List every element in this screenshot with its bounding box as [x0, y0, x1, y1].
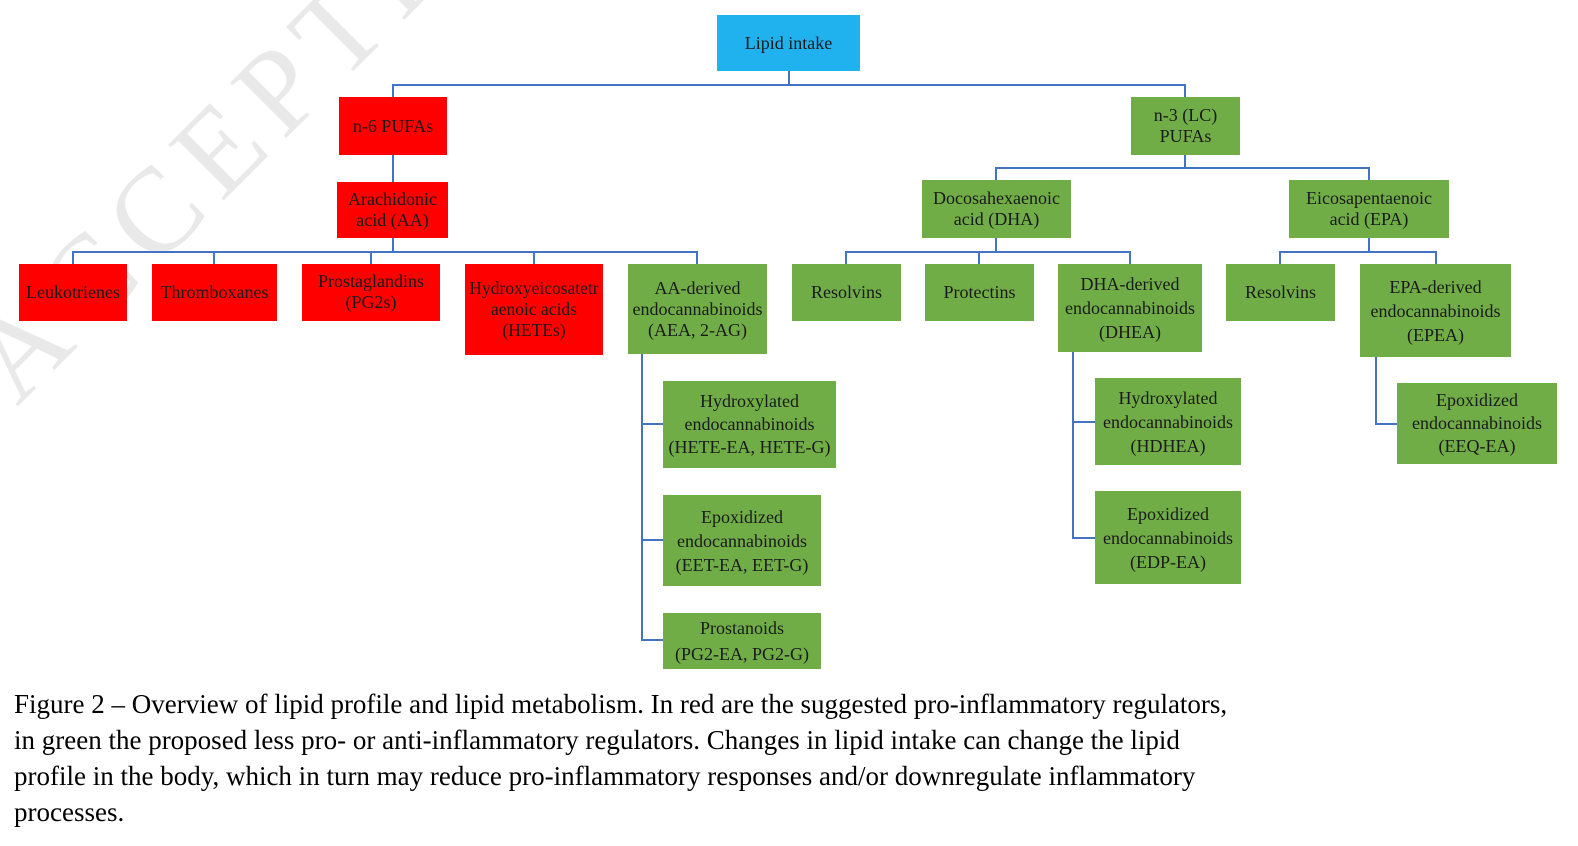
connector-epa-endo-subtree — [1375, 357, 1397, 425]
node-epoxidized-epa-endocannabinoids: Epoxidized endocannabinoids (EEQ-EA) — [1397, 383, 1557, 464]
node-arachidonic-acid: Arachidonic acid (AA) — [337, 182, 448, 238]
node-dha-endocannabinoids: DHA-derived endocannabinoids (DHEA) — [1058, 264, 1202, 352]
node-epa-endocannabinoids: EPA-derived endocannabinoids (EPEA) — [1360, 264, 1511, 357]
node-label: Prostaglandins — [318, 271, 424, 291]
caption-line: Figure 2 – Overview of lipid profile and… — [14, 689, 1228, 719]
figure-caption: Figure 2 – Overview of lipid profile and… — [14, 686, 1534, 830]
node-protectins: Protectins — [925, 264, 1034, 321]
node-epoxidized-dha-endocannabinoids: Epoxidized endocannabinoids (EDP-EA) — [1095, 491, 1241, 584]
node-label: Docosahexaenoic — [933, 188, 1060, 208]
node-label: (HETE-EA, HETE-G) — [668, 437, 831, 457]
node-label: Arachidonic — [348, 189, 437, 209]
node-resolvins-dha: Resolvins — [792, 264, 901, 321]
node-lipid-intake: Lipid intake — [717, 15, 860, 71]
node-label: AA-derived — [654, 278, 741, 298]
node-label: endocannabinoids — [1065, 298, 1195, 318]
node-label: Epoxidized — [1127, 503, 1209, 524]
node-label: (AEA, 2-AG) — [648, 320, 747, 340]
node-prostanoids: Prostanoids (PG2-EA, PG2-G) — [663, 613, 821, 669]
node-label: Leukotrienes — [26, 282, 120, 302]
node-label: Hydroxylated — [700, 391, 799, 411]
node-label: PUFAs — [1159, 126, 1212, 146]
node-label: acid (EPA) — [1329, 209, 1409, 229]
node-label: (EEQ-EA) — [1438, 436, 1516, 456]
connector-root-split — [392, 84, 1186, 97]
node-label: Hydroxyeicosatetr — [469, 278, 599, 298]
node-label: Eicosapentaenoic — [1306, 188, 1432, 208]
node-label: (DHEA) — [1099, 322, 1161, 342]
node-label: (PG2s) — [345, 292, 397, 312]
node-label: endocannabinoids — [632, 299, 763, 319]
connector-dha-children — [845, 251, 1131, 264]
node-label: DHA-derived — [1080, 274, 1180, 294]
node-aa-endocannabinoids: AA-derived endocannabinoids (AEA, 2-AG) — [628, 264, 767, 354]
node-label: (EET-EA, EET-G) — [675, 554, 809, 575]
node-label: Resolvins — [1244, 282, 1316, 302]
node-label: Epoxidized — [701, 506, 783, 527]
connector-aa-endo-subtree — [641, 354, 663, 641]
node-hydroxylated-dha-endocannabinoids: Hydroxylated endocannabinoids (HDHEA) — [1095, 378, 1241, 465]
connector-epa-children — [1279, 251, 1437, 264]
node-n6-pufas: n-6 PUFAs — [339, 97, 447, 155]
node-label: (HDHEA) — [1130, 435, 1206, 456]
node-label: (HETEs) — [502, 320, 566, 340]
connector-n3-children — [995, 167, 1370, 180]
node-label: EPA-derived — [1389, 276, 1482, 297]
node-hydroxylated-aa-endocannabinoids: Hydroxylated endocannabinoids (HETE-EA, … — [663, 381, 836, 468]
node-label: endocannabinoids — [1103, 411, 1233, 432]
connector-dha-endo-subtree — [1072, 352, 1095, 539]
node-label: aenoic acids — [491, 299, 577, 319]
node-epoxidized-aa-endocannabinoids: Epoxidized endocannabinoids (EET-EA, EET… — [663, 495, 821, 586]
node-resolvins-epa: Resolvins — [1226, 264, 1335, 321]
node-label: endocannabinoids — [1370, 300, 1501, 321]
node-dha: Docosahexaenoic acid (DHA) — [922, 180, 1071, 238]
node-label: Epoxidized — [1436, 390, 1518, 410]
node-label: (EDP-EA) — [1130, 551, 1206, 572]
node-leukotrienes: Leukotrienes — [19, 264, 127, 321]
node-label: Thromboxanes — [160, 282, 269, 302]
node-label: Protectins — [943, 282, 1016, 302]
node-label: acid (DHA) — [953, 209, 1040, 229]
node-epa: Eicosapentaenoic acid (EPA) — [1289, 180, 1449, 238]
caption-line: processes. — [14, 797, 125, 827]
node-label: Prostanoids — [699, 618, 784, 638]
node-label: endocannabinoids — [677, 530, 807, 551]
node-label: (PG2-EA, PG2-G) — [675, 644, 809, 664]
node-hetes: Hydroxyeicosatetr aenoic acids (HETEs) — [465, 264, 603, 355]
node-thromboxanes: Thromboxanes — [152, 264, 277, 321]
node-label: acid (AA) — [356, 210, 429, 230]
node-label: n-3 (LC) — [1153, 105, 1218, 125]
node-label: endocannabinoids — [684, 414, 815, 434]
node-label: Hydroxylated — [1118, 387, 1218, 408]
node-label: Lipid intake — [744, 32, 833, 53]
node-n3-pufas: n-3 (LC) PUFAs — [1131, 97, 1240, 155]
node-label: endocannabinoids — [1412, 413, 1542, 433]
node-label: Resolvins — [810, 282, 882, 302]
caption-line: profile in the body, which in turn may r… — [14, 761, 1196, 791]
connector-aa-children — [72, 251, 698, 264]
node-label: (EPEA) — [1407, 324, 1464, 345]
node-label: n-6 PUFAs — [352, 115, 434, 136]
caption-line: in green the proposed less pro- or anti-… — [14, 725, 1180, 755]
node-prostaglandins: Prostaglandins (PG2s) — [302, 264, 440, 321]
node-label: endocannabinoids — [1103, 527, 1233, 548]
